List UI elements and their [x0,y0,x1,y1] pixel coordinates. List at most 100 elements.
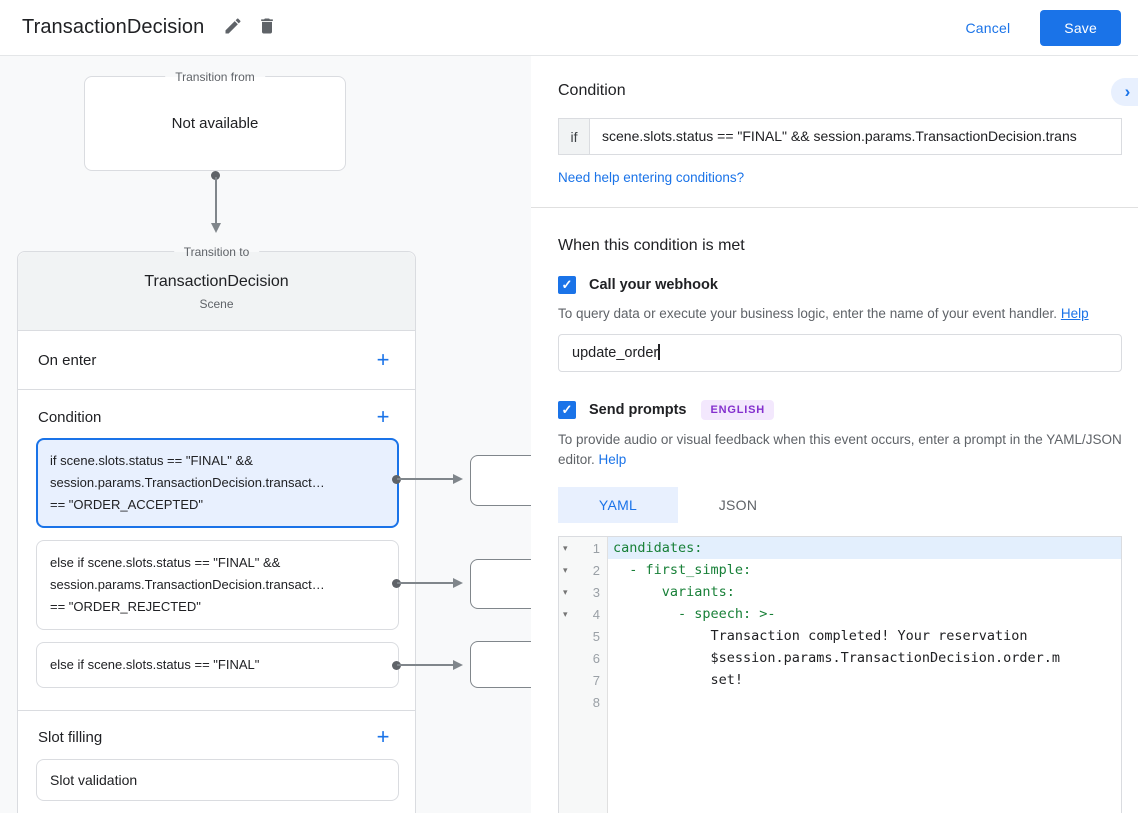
condition-connector-2 [392,578,470,588]
fold-toggle-icon[interactable]: ▾ [563,564,568,575]
save-button[interactable]: Save [1040,9,1121,46]
arrowhead-icon [453,660,463,670]
code-text: set! [613,672,744,688]
line-number: 8 [592,694,600,710]
code-text: - speech: >- [613,606,776,622]
editor-empty-area[interactable] [559,713,1121,813]
scene-type: Scene [199,297,234,311]
connector-dot [211,171,220,180]
code-line: ▾ 4 - speech: >- [559,603,1121,625]
connector-dot [392,474,401,484]
checkmark-icon: ✓ [561,402,573,417]
connector-dot [392,660,401,670]
arrowhead-icon [453,474,463,484]
condition-connector-1 [392,474,470,484]
code-line: 5 Transaction completed! Your reservatio… [559,625,1121,647]
prompts-help-link[interactable]: Help [598,452,627,467]
code-text: $session.params.TransactionDecision.orde… [613,650,1061,666]
transition-target-box-3[interactable] [470,641,531,688]
line-number: 3 [592,584,600,600]
webhook-description: To query data or execute your business l… [558,304,1122,324]
connector-line [214,177,217,224]
page-title: TransactionDecision [22,16,205,38]
send-prompts-label: Send prompts [589,402,687,418]
condition-expression-input[interactable]: scene.slots.status == "FINAL" && session… [589,118,1122,155]
tab-json[interactable]: JSON [678,487,798,523]
condition-text: == "ORDER_REJECTED" [50,599,201,614]
connector-dot [392,578,401,588]
condition-section-label: Condition [38,408,102,426]
event-handler-input[interactable]: update_order [558,334,1122,372]
transition-target-box-2[interactable] [470,559,531,609]
transition-from-content: Not available [171,115,259,132]
webhook-help-link[interactable]: Help [1060,306,1089,321]
transition-from-label: Transition from [165,69,265,85]
condition-text: session.params.TransactionDecision.trans… [50,577,325,592]
top-bar: TransactionDecision Cancel Save [0,0,1138,56]
code-text: candidates: [608,537,1121,559]
on-enter-section: On enter + [18,331,415,389]
code-line: 7 set! [559,669,1121,691]
fold-toggle-icon[interactable]: ▾ [563,586,568,597]
condition-panel-title: Condition [558,82,626,99]
code-text: variants: [613,584,735,600]
fold-toggle-icon[interactable]: ▾ [563,608,568,619]
condition-text: == "ORDER_ACCEPTED" [50,497,203,512]
prompt-code-editor[interactable]: ▾1 candidates: ▾2 - first_simple: ▾3 var… [558,536,1122,813]
condition-help-link[interactable]: Need help entering conditions? [558,170,745,185]
condition-card-accepted[interactable]: if scene.slots.status == "FINAL" && sess… [36,438,399,528]
cancel-button[interactable]: Cancel [950,12,1027,44]
connector-line [397,478,453,480]
code-line: 6 $session.params.TransactionDecision.or… [559,647,1121,669]
transition-to-box[interactable]: Transition to TransactionDecision Scene … [17,244,416,813]
add-on-enter-button[interactable]: + [371,348,395,372]
delete-scene-button[interactable] [250,11,284,45]
transition-target-box-1[interactable] [470,455,531,506]
flow-arrow-down [210,171,221,233]
line-number: 4 [592,606,600,622]
condition-text: else if scene.slots.status == "FINAL" [50,657,260,672]
fold-toggle-icon[interactable]: ▾ [563,542,568,553]
code-line: ▾ 3 variants: [559,581,1121,603]
tab-yaml[interactable]: YAML [558,487,678,523]
transition-from-box[interactable]: Transition from Not available [84,69,346,171]
scene-name: TransactionDecision [144,273,289,290]
code-text: Transaction completed! Your reservation [613,628,1028,644]
webhook-description-text: To query data or execute your business l… [558,306,1058,321]
condition-card-rejected[interactable]: else if scene.slots.status == "FINAL" &&… [36,540,399,630]
collapse-panel-button[interactable]: › [1111,78,1138,106]
if-prefix-chip: if [558,118,589,155]
scene-flow-canvas: Transition from Not available Transition… [0,56,531,813]
code-line: 8 [559,691,1121,713]
condition-card-final[interactable]: else if scene.slots.status == "FINAL" [36,642,399,688]
condition-section: Condition + if scene.slots.status == "FI… [18,389,415,710]
editor-format-tabs: YAML JSON [558,487,1122,523]
text-cursor [658,344,660,360]
line-number: 7 [592,672,600,688]
line-number: 2 [592,562,600,578]
chevron-right-icon: › [1124,82,1131,101]
condition-detail-panel: Condition › if scene.slots.status == "FI… [531,56,1138,813]
code-line: ▾ 2 - first_simple: [559,559,1121,581]
webhook-checkbox[interactable]: ✓ [558,276,576,294]
arrowhead-icon [453,578,463,588]
send-prompts-checkbox[interactable]: ✓ [558,401,576,419]
slot-validation-card[interactable]: Slot validation [36,759,399,801]
slot-filling-label: Slot filling [38,728,103,746]
add-slot-button[interactable]: + [371,725,395,749]
section-divider [531,207,1138,208]
scene-header: TransactionDecision Scene [18,252,415,331]
when-met-title: When this condition is met [558,237,745,254]
arrowhead-icon [210,223,221,233]
condition-text: session.params.TransactionDecision.trans… [50,475,325,490]
edit-title-button[interactable] [216,11,250,45]
on-enter-label: On enter [38,351,97,369]
add-condition-button[interactable]: + [371,405,395,429]
prompts-description-text: To provide audio or visual feedback when… [558,432,1122,467]
code-text: - first_simple: [613,562,752,578]
code-text [608,691,1121,713]
prompts-description: To provide audio or visual feedback when… [558,430,1122,470]
transition-to-label: Transition to [173,244,260,260]
pencil-icon [223,16,243,39]
line-number: 5 [592,628,600,644]
